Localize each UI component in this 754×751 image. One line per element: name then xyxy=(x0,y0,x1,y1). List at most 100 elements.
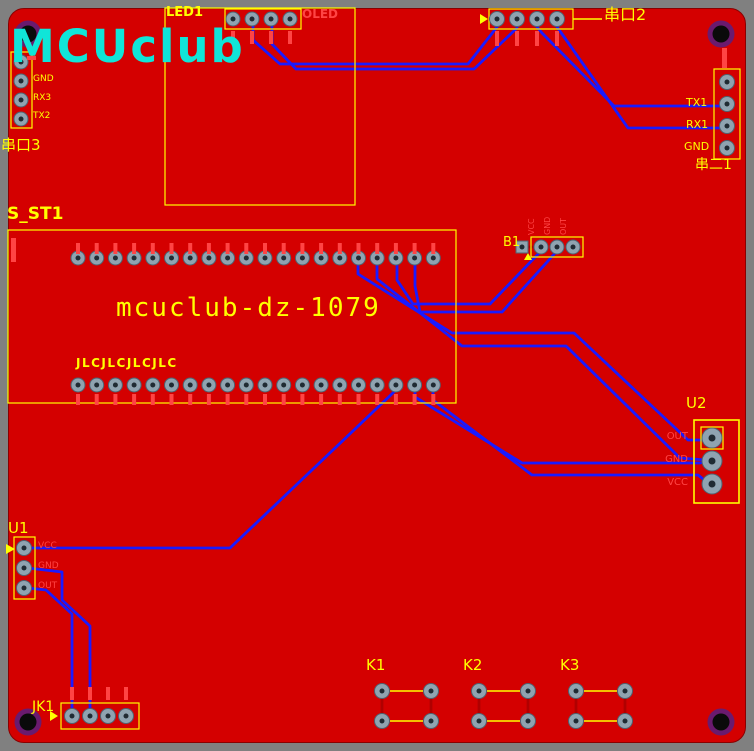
copper-trace-bottom[interactable] xyxy=(413,385,710,465)
pin-label-tick xyxy=(356,243,361,254)
pad-hole xyxy=(105,713,111,719)
copper-trace-bottom[interactable] xyxy=(413,249,559,314)
pad-hole xyxy=(708,457,716,465)
pcb-board xyxy=(8,8,746,743)
pin-label-tick xyxy=(319,394,324,405)
pad-hole xyxy=(393,255,399,261)
pad-hole xyxy=(428,718,434,724)
pad-hole xyxy=(573,718,579,724)
pin-label-tick xyxy=(94,243,99,254)
pin-label-tick xyxy=(206,394,211,405)
pin-label-tick xyxy=(76,243,80,254)
pin-label-tick xyxy=(113,243,118,254)
pad-hole xyxy=(622,688,628,694)
pad-hole xyxy=(94,382,100,388)
pin-label-tick xyxy=(300,394,305,405)
pad-hole xyxy=(724,79,730,85)
pad-hole xyxy=(724,101,730,107)
pin-label-tick xyxy=(113,394,118,405)
pad-hole xyxy=(430,255,436,261)
pin-label-tick xyxy=(225,243,230,254)
pad-hole xyxy=(112,255,118,261)
pad-hole xyxy=(287,16,293,22)
pin-label-tick xyxy=(250,31,254,44)
pin-label-tick xyxy=(431,243,436,254)
pad-hole xyxy=(428,688,434,694)
pad-hole xyxy=(724,145,730,151)
pin-label-tick xyxy=(231,31,235,44)
pad-hole xyxy=(724,123,730,129)
mounting-hole xyxy=(19,713,37,731)
pad-hole xyxy=(318,382,324,388)
pad-hole xyxy=(18,116,24,122)
pad-hole xyxy=(356,382,361,388)
pad-hole xyxy=(262,255,268,261)
pin-label-tick xyxy=(132,243,137,254)
pad-hole xyxy=(69,713,75,719)
pin-label-tick xyxy=(431,394,436,405)
pin-label-tick xyxy=(94,394,99,405)
pad-hole xyxy=(94,255,100,261)
pin-label-tick xyxy=(281,243,286,254)
copper-trace-bottom[interactable] xyxy=(26,566,92,716)
pin-label-tick xyxy=(300,243,305,254)
pin-label-tick xyxy=(375,243,380,254)
pin-label-tick xyxy=(269,31,273,44)
pad-hole xyxy=(374,255,380,261)
pad-hole xyxy=(112,382,118,388)
pin-label-tick xyxy=(281,394,286,405)
pin-label-tick xyxy=(106,687,110,700)
pin-label-tick xyxy=(150,394,155,405)
pad-hole xyxy=(281,255,287,261)
pin-label-tick xyxy=(263,243,267,254)
copper-trace-bottom[interactable] xyxy=(26,388,398,550)
mounting-hole xyxy=(712,713,730,731)
pad-hole xyxy=(18,59,24,65)
pad-hole xyxy=(206,255,212,261)
pad-hole xyxy=(430,382,436,388)
pin-label-tick xyxy=(244,243,249,254)
pad-hole xyxy=(187,255,193,261)
pin1-marker-icon xyxy=(524,253,532,260)
pad-hole xyxy=(75,255,81,261)
pad-hole xyxy=(18,78,24,84)
pin-label-tick xyxy=(169,243,174,254)
pad-hole xyxy=(206,382,212,388)
copper-trace-bottom[interactable] xyxy=(251,23,499,66)
pad-hole xyxy=(412,255,418,261)
pad-hole xyxy=(534,16,540,22)
copper-trace-bottom[interactable] xyxy=(555,25,724,130)
pad-hole xyxy=(476,688,482,694)
pad-hole xyxy=(225,255,231,261)
pad-hole xyxy=(18,97,24,103)
pad-hole xyxy=(87,713,93,719)
pad-hole xyxy=(21,545,27,551)
pin-label-tick xyxy=(375,394,380,405)
pad-hole xyxy=(123,713,129,719)
pad-hole xyxy=(570,244,576,250)
pad-hole xyxy=(393,382,399,388)
pad-hole xyxy=(622,718,628,724)
pin-label-tick xyxy=(535,31,539,46)
pad-hole xyxy=(476,718,482,724)
copper-trace-bottom[interactable] xyxy=(26,586,74,716)
pin1-marker-icon xyxy=(50,711,58,721)
pad-hole xyxy=(519,244,525,250)
silkscreen-outline xyxy=(693,419,740,504)
copper-trace-bottom[interactable] xyxy=(535,25,724,108)
pin-label-tick xyxy=(393,243,398,254)
pad-hole xyxy=(249,16,255,22)
pad-hole xyxy=(318,255,324,261)
silkscreen-outline xyxy=(700,426,724,450)
pin-label-tick xyxy=(337,243,342,254)
copper-trace-bottom[interactable] xyxy=(375,256,708,462)
pad-hole xyxy=(554,16,560,22)
pin-label-tick xyxy=(288,31,292,44)
pad-hole xyxy=(494,16,500,22)
copper-trace-bottom[interactable] xyxy=(395,249,543,306)
pad-hole xyxy=(243,382,249,388)
pin-label-tick xyxy=(150,243,155,254)
pad-hole xyxy=(131,255,137,261)
copper-trace-bottom[interactable] xyxy=(356,256,708,442)
